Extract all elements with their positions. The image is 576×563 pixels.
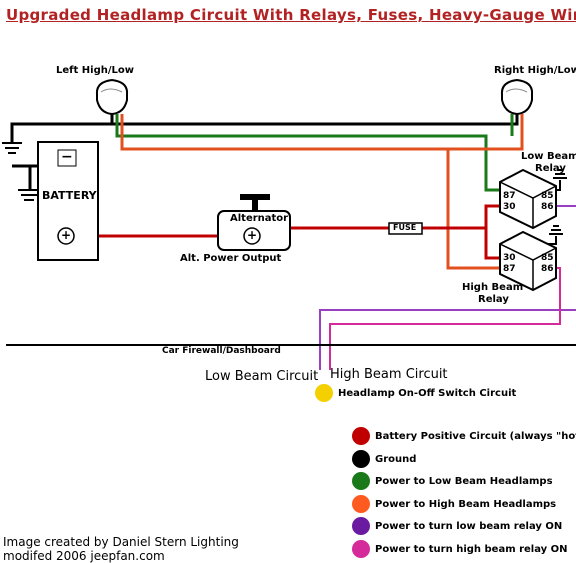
legend-item: Battery Positive Circuit (always "hot") (352, 427, 576, 445)
left-headlamp (95, 78, 129, 116)
battery-positive-terminal: + (61, 228, 72, 242)
battery (37, 141, 99, 261)
legend-label: Ground (375, 453, 417, 465)
legend-swatch (352, 540, 370, 558)
ground-symbol-battery (18, 189, 40, 201)
legend-item: Power to turn low beam relay ON (352, 517, 562, 535)
low-relay-pin-87: 87 (503, 191, 516, 201)
alternator-positive-terminal: + (247, 228, 258, 242)
legend-label: Power to turn high beam relay ON (375, 543, 568, 555)
low-relay-label-line1: Low Beam (521, 151, 576, 162)
alternator-output-label: Alt. Power Output (180, 253, 282, 264)
legend-swatch (352, 472, 370, 490)
alternator (217, 194, 291, 251)
ground-symbol-left (2, 142, 22, 154)
switch-label: Headlamp On-Off Switch Circuit (338, 387, 517, 399)
right-headlamp-label: Right High/Low (494, 65, 576, 76)
battery-label: BATTERY (42, 189, 97, 202)
firewall-label: Car Firewall/Dashboard (162, 346, 281, 356)
legend-label: Battery Positive Circuit (always "hot") (375, 430, 576, 442)
headlamp-switch: Headlamp On-Off Switch Circuit (315, 384, 516, 402)
high-relay-label-line1: High Beam (462, 282, 524, 293)
low-relay-pin-30: 30 (503, 202, 516, 212)
legend-item: Ground (352, 450, 416, 468)
low-beam-wires (115, 114, 514, 192)
high-beam-relay (499, 230, 557, 292)
low-beam-relay (499, 168, 557, 230)
high-relay-label-line2: Relay (478, 294, 509, 305)
fuse-label: FUSE (393, 223, 417, 232)
legend-item: Power to Low Beam Headlamps (352, 472, 553, 490)
legend-swatch (352, 427, 370, 445)
high-relay-pin-30: 30 (503, 253, 516, 263)
high-beam-circuit-label: High Beam Circuit (330, 367, 448, 382)
legend-swatch (352, 517, 370, 535)
credit-line1: Image created by Daniel Stern Lighting (3, 535, 239, 549)
fuse (388, 222, 423, 235)
high-relay-pin-86: 86 (541, 264, 554, 274)
left-headlamp-label: Left High/Low (56, 65, 134, 76)
page-title: Upgraded Headlamp Circuit With Relays, F… (6, 6, 576, 24)
legend-item: Power to High Beam Headlamps (352, 495, 556, 513)
low-relay-pin-85: 85 (541, 191, 554, 201)
legend-swatch (352, 450, 370, 468)
legend-item: Power to turn high beam relay ON (352, 540, 568, 558)
legend-label: Power to High Beam Headlamps (375, 498, 557, 510)
alternator-label: Alternator (230, 213, 289, 224)
battery-negative-terminal: − (61, 149, 73, 165)
high-beam-wires (120, 114, 524, 270)
credit-line2: modifed 2006 jeepfan.com (3, 549, 165, 563)
legend-swatch (352, 495, 370, 513)
low-relay-label-line2: Relay (535, 163, 566, 174)
right-headlamp (500, 78, 534, 116)
high-relay-pin-87: 87 (503, 264, 516, 274)
low-relay-pin-86: 86 (541, 202, 554, 212)
high-relay-pin-85: 85 (541, 253, 554, 263)
switch-indicator (315, 384, 333, 402)
low-beam-circuit-label: Low Beam Circuit (205, 369, 319, 384)
legend-label: Power to Low Beam Headlamps (375, 475, 553, 487)
legend-label: Power to turn low beam relay ON (375, 520, 563, 532)
